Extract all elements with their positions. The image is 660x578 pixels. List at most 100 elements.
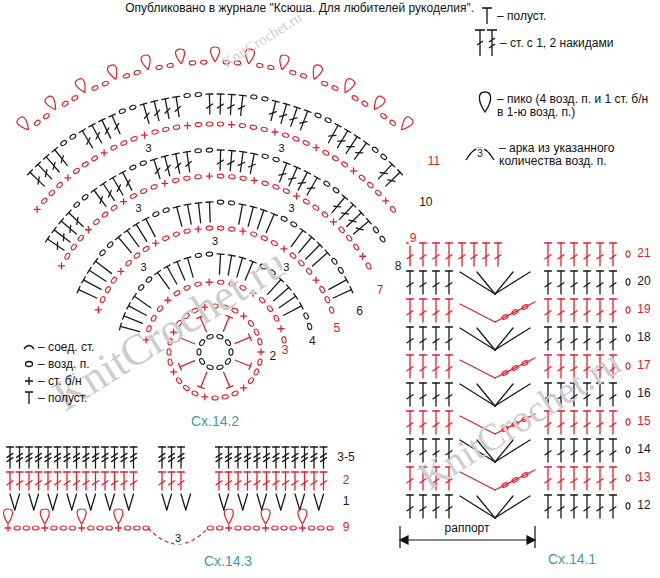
yarn-over-bar <box>176 163 181 168</box>
chain-stitch <box>389 206 396 213</box>
stitch-post <box>133 472 134 490</box>
stitch-post <box>114 472 115 490</box>
chain-stitch <box>217 200 224 204</box>
row-number: 17 <box>636 359 651 372</box>
stitch-post <box>337 131 347 148</box>
yarn-over-bar <box>446 311 452 315</box>
yarn-over-bar <box>169 458 175 462</box>
yarn-over-bar <box>446 283 452 287</box>
chain-stitch <box>262 154 269 159</box>
chain-stitch <box>361 100 369 107</box>
v-fan <box>477 384 495 406</box>
yarn-over-bar <box>558 479 564 483</box>
chain-stitch <box>290 221 298 228</box>
chain-stitch <box>626 419 630 425</box>
stitch-top <box>87 267 91 273</box>
stitch-top <box>398 170 403 175</box>
stitch-top <box>294 106 301 108</box>
picot <box>313 65 322 80</box>
stitch-post <box>560 439 561 462</box>
stitch-post <box>154 159 160 178</box>
stitch-top <box>584 466 591 467</box>
yarn-over-bar <box>545 451 551 455</box>
chain-stitch <box>120 140 127 146</box>
stitch-top <box>249 334 252 340</box>
stitch-top <box>610 410 617 411</box>
slip-stitch-symbol <box>24 346 34 350</box>
yarn-over-bar <box>407 311 413 315</box>
chain-stitch <box>150 184 157 190</box>
stitch-top <box>363 141 369 145</box>
stitch-top <box>91 188 97 192</box>
picot <box>211 47 220 62</box>
stitch-post <box>112 115 120 133</box>
yarn-over-bar <box>571 339 577 343</box>
yarn-over-bar <box>558 507 564 511</box>
v-stitch <box>129 494 134 510</box>
stitch-post <box>218 472 219 490</box>
stitch-post <box>230 151 232 171</box>
stitch-post <box>547 327 548 350</box>
row-number: 6 <box>355 305 364 318</box>
chain-stitch <box>99 249 106 256</box>
picot <box>107 65 116 80</box>
chain-stitch <box>129 164 136 170</box>
yarn-over-bar <box>159 453 165 457</box>
stitch-post <box>586 327 587 350</box>
stitch-top <box>79 129 85 133</box>
chain-stitch <box>303 198 311 205</box>
chain-stitch <box>101 211 108 218</box>
stitch-top <box>111 471 118 472</box>
watermark: KnitCrochet.ru <box>412 342 628 499</box>
stitch-top <box>610 270 617 271</box>
stitch-post <box>161 447 162 468</box>
yarn-over-bar <box>571 255 577 259</box>
stitch-post <box>38 164 52 179</box>
single-crochet <box>362 253 363 259</box>
yarn-over-bar <box>571 283 577 287</box>
yarn-over-bar <box>102 481 108 485</box>
stitch-top <box>314 176 320 180</box>
stitch-post <box>306 245 320 259</box>
chart-caption: Сх.14.3 <box>204 554 252 569</box>
stitch-post <box>237 472 238 490</box>
row-number: 3 <box>281 344 290 357</box>
stitch-post <box>167 267 177 284</box>
stitch-post <box>123 472 124 490</box>
yarn-over-bar <box>55 458 61 462</box>
chain-stitch <box>290 526 296 530</box>
stitch-post <box>165 99 169 119</box>
stitch-post <box>55 150 67 166</box>
chain-stitch <box>64 252 71 260</box>
stitch-top <box>342 195 347 199</box>
chain-stitch <box>521 304 529 310</box>
chain-stitch <box>626 447 630 453</box>
yarn-over-bar <box>433 283 439 287</box>
stitch-post <box>38 447 39 468</box>
stitch-post <box>209 94 211 114</box>
yarn-over-bar <box>126 180 130 186</box>
stitch-top <box>345 129 351 133</box>
yarn-over-bar <box>102 453 108 457</box>
chain-stitch <box>200 60 207 64</box>
chain-stitch <box>224 339 231 347</box>
chain-stitch <box>521 472 529 478</box>
yarn-over-bar <box>159 458 165 462</box>
v-stitch <box>319 494 324 510</box>
stitch-top <box>66 210 71 215</box>
v-stitch <box>219 494 224 510</box>
stitch-post <box>228 472 229 490</box>
stitch-post <box>146 219 155 237</box>
stitch-post <box>355 143 367 159</box>
yarn-over-bar <box>584 255 590 259</box>
stitch-top <box>263 446 270 447</box>
yarn-over-bar <box>597 479 603 483</box>
stitch-top <box>92 446 99 447</box>
stitch-post <box>304 447 305 468</box>
stitch-top <box>206 93 213 94</box>
stitch-post <box>291 107 297 126</box>
stitch-post <box>188 258 194 277</box>
stitch-post <box>586 467 587 490</box>
yarn-over-bar <box>26 458 32 462</box>
